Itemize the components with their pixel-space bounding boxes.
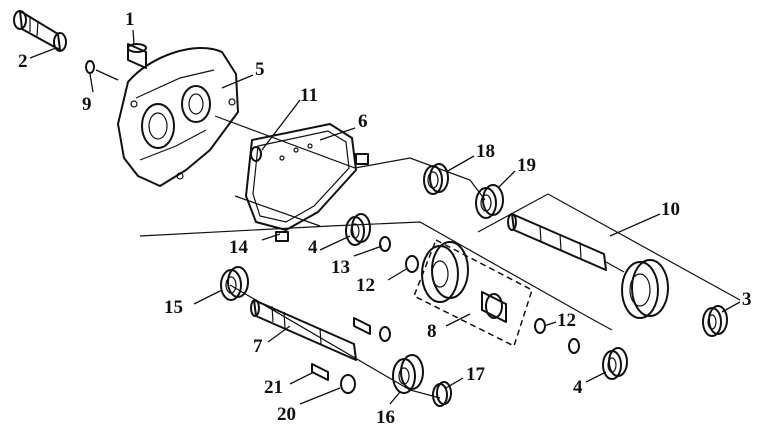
part-17-seal xyxy=(432,381,452,407)
callout-16: 16 xyxy=(376,407,395,428)
part-11-bearing xyxy=(250,146,262,162)
callout-19: 19 xyxy=(517,155,536,176)
part-7-input-shaft xyxy=(250,299,357,361)
part-4-bearing-upper xyxy=(345,213,371,246)
callout-8: 8 xyxy=(427,321,437,342)
part-12-washer-upper xyxy=(405,255,419,273)
part-15-bearing xyxy=(220,266,249,301)
callout-17: 17 xyxy=(466,364,485,385)
part-18-oil-seal xyxy=(423,163,449,195)
part-3-bearing xyxy=(702,305,728,337)
callout-15: 15 xyxy=(164,297,183,318)
callout-2: 2 xyxy=(18,51,28,72)
part-5-gearbox-housing xyxy=(117,47,239,187)
part-9-o-ring xyxy=(85,60,119,81)
callout-9: 9 xyxy=(82,94,92,115)
part-16-bearing xyxy=(392,354,424,394)
part-21-bolt xyxy=(311,363,329,381)
callout-12-lower: 12 xyxy=(557,310,576,331)
callout-3: 3 xyxy=(742,289,752,310)
part-2-shaft-stub xyxy=(13,10,67,52)
part-6-gasket xyxy=(245,123,369,242)
part-8-gear-set xyxy=(413,238,533,348)
callout-18: 18 xyxy=(476,141,495,162)
part-bolt-upper xyxy=(353,317,391,342)
part-13-washer xyxy=(379,236,391,252)
callout-7: 7 xyxy=(253,336,263,357)
callout-20: 20 xyxy=(277,404,296,425)
callout-4-upper: 4 xyxy=(308,237,318,258)
callout-6: 6 xyxy=(358,111,368,132)
callout-10: 10 xyxy=(661,199,680,220)
part-20-washer xyxy=(340,374,356,394)
leader-lines xyxy=(29,29,741,405)
callout-11: 11 xyxy=(300,85,318,106)
callout-14: 14 xyxy=(229,237,248,258)
part-19-bearing xyxy=(475,184,504,219)
part-10-output-shaft xyxy=(507,213,669,319)
part-4-bearing-lower xyxy=(602,347,628,380)
callout-5: 5 xyxy=(255,59,265,80)
callout-21: 21 xyxy=(264,377,283,398)
callout-1: 1 xyxy=(125,9,135,30)
callout-4-lower: 4 xyxy=(573,377,583,398)
callout-12-upper: 12 xyxy=(356,275,375,296)
part-1-bushing xyxy=(127,43,147,69)
callout-13: 13 xyxy=(331,257,350,278)
